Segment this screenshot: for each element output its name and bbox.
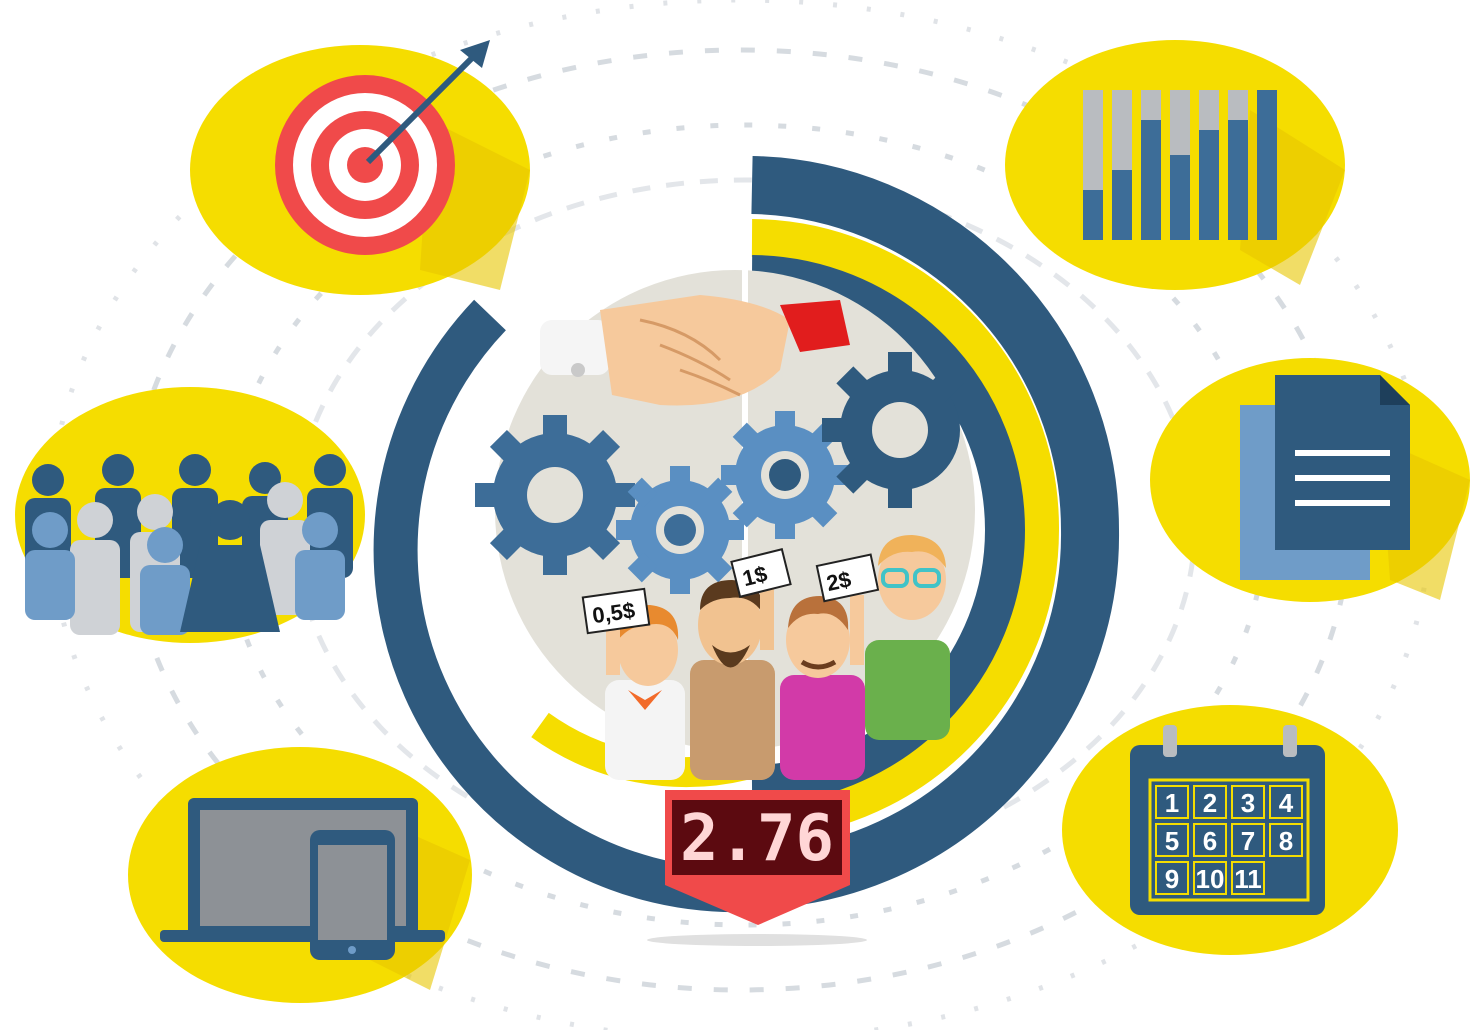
calendar-day: 2 xyxy=(1203,788,1217,818)
badge-bar-chart xyxy=(1005,40,1345,290)
badge-crowd xyxy=(15,387,365,643)
crowd-icon xyxy=(25,454,353,635)
calendar-day: 1 xyxy=(1165,788,1179,818)
person-two-dollar: 2$ xyxy=(780,553,880,780)
calendar-day: 11 xyxy=(1234,864,1262,894)
person-one-dollar: 1$ xyxy=(690,548,792,780)
calendar-day: 8 xyxy=(1279,826,1293,856)
handshake-icon xyxy=(540,295,850,406)
calendar-day: 4 xyxy=(1279,788,1294,818)
badge-target xyxy=(190,40,530,295)
calendar-day: 7 xyxy=(1241,826,1255,856)
calendar-day: 3 xyxy=(1241,788,1255,818)
bar-chart-icon xyxy=(1083,90,1277,240)
price-sign-half: 0,5$ xyxy=(591,597,637,628)
scoreboard-value: 2.76 xyxy=(680,802,834,876)
devices-icon xyxy=(160,798,445,960)
price-sign-one: 1$ xyxy=(740,561,770,591)
target-icon xyxy=(275,40,490,255)
calendar-day: 5 xyxy=(1165,826,1179,856)
badge-calendar: 1 2 3 4 5 6 7 8 9 10 11 xyxy=(1062,705,1398,955)
badge-document xyxy=(1150,358,1470,602)
people-icon: 0,5$ 1$ 2$ xyxy=(581,535,950,780)
calendar-icon: 1 2 3 4 5 6 7 8 9 10 11 xyxy=(1130,725,1325,915)
price-sign-two: 2$ xyxy=(824,567,853,597)
calendar-day: 10 xyxy=(1196,864,1225,894)
person-half-dollar: 0,5$ xyxy=(581,587,685,780)
scoreboard-icon: 2.76 xyxy=(647,790,867,946)
badge-devices xyxy=(128,747,472,1003)
calendar-day: 6 xyxy=(1203,826,1217,856)
person-glasses xyxy=(865,535,950,740)
gears-icon xyxy=(475,352,964,594)
document-icon xyxy=(1240,375,1410,580)
calendar-day: 9 xyxy=(1165,864,1179,894)
